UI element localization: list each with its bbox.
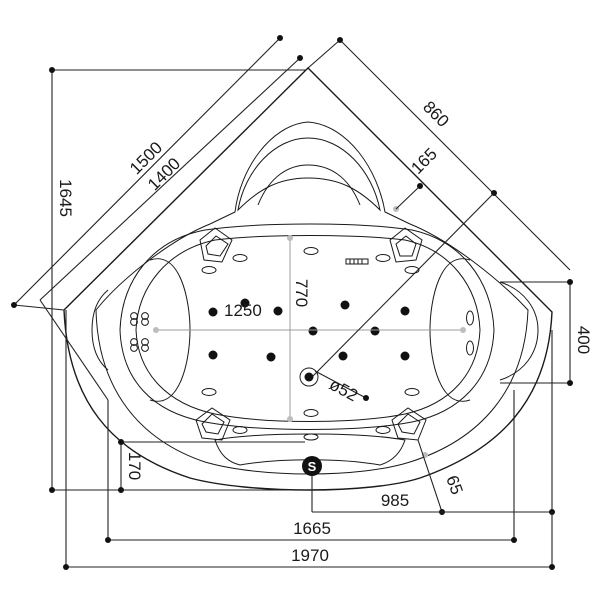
- dim-165: 165: [312, 144, 495, 377]
- air-jet: [201, 388, 217, 396]
- dim-1250-label: 1250: [224, 301, 262, 320]
- air-jet: [232, 426, 248, 434]
- dim-1645-label: 1645: [56, 179, 75, 217]
- siphon-label: S: [308, 459, 317, 474]
- air-jet: [404, 388, 420, 396]
- bottom-step: [214, 433, 406, 466]
- headrest-outline: [237, 137, 381, 212]
- air-jet: [303, 247, 319, 255]
- basin-outline: [119, 223, 495, 430]
- dim-860-label: 860: [419, 97, 452, 130]
- dim-1970: 1970: [63, 310, 555, 570]
- dim-400: 400: [500, 279, 593, 386]
- dim-1970-label: 1970: [291, 546, 329, 565]
- air-jet: [201, 266, 217, 274]
- tub-rim-inner: [95, 121, 529, 475]
- pillow-top-left: [199, 227, 233, 263]
- air-jet: [375, 254, 391, 262]
- air-jet: [232, 254, 248, 262]
- overflow: [303, 433, 319, 441]
- air-jet: [375, 426, 391, 434]
- dim-1665-label: 1665: [293, 519, 331, 538]
- pillow-top-right: [389, 227, 423, 263]
- dim-1665: 1665: [105, 390, 517, 543]
- dim-65-label: 65: [442, 473, 466, 497]
- dim-170: 170: [118, 439, 305, 493]
- siphon-symbol: S: [302, 456, 322, 476]
- headrest-inner: [257, 164, 361, 206]
- dim-52: ø52: [314, 370, 369, 405]
- dim-770-label: 770: [292, 279, 311, 307]
- dim-65: 65: [417, 439, 467, 515]
- left-jet-pairs: [130, 312, 149, 352]
- drain-fitting: [299, 367, 319, 387]
- basin-inner-outline: [135, 235, 481, 422]
- dim-1645: 1645: [49, 67, 310, 493]
- control-panel: [345, 258, 369, 265]
- dim-400-label: 400: [574, 326, 593, 354]
- dim-170-label: 170: [125, 452, 144, 480]
- hydro-jets: [208, 298, 410, 362]
- air-jet: [404, 266, 420, 274]
- dim-1400: 1400: [39, 55, 303, 401]
- dim-985-label: 985: [381, 491, 409, 510]
- right-lobe: [499, 281, 539, 381]
- air-jet: [303, 409, 319, 417]
- air-jet: [466, 340, 474, 356]
- air-jet: [466, 310, 474, 326]
- air-jets: [201, 247, 474, 441]
- left-lobe: [91, 289, 109, 371]
- pillow-bottom-right: [391, 407, 427, 441]
- tub-outer-outline: [63, 67, 553, 491]
- dim-985: 985: [311, 330, 555, 515]
- pillow-bottom-left: [195, 407, 231, 441]
